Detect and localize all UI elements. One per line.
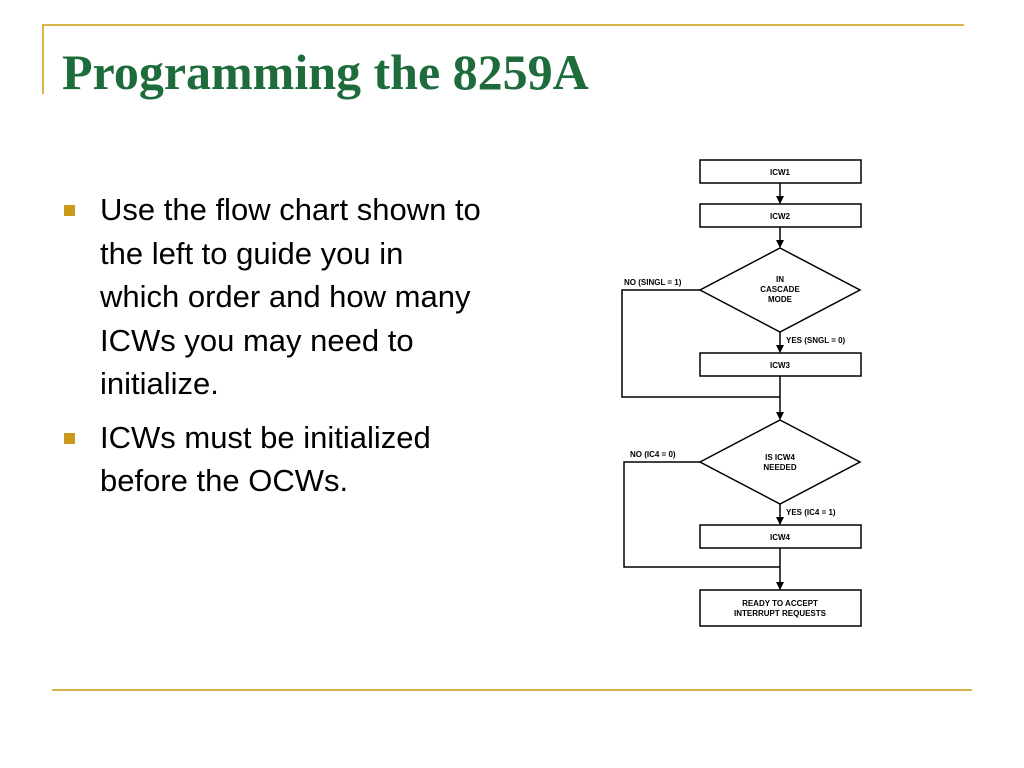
slide-title: Programming the 8259A	[62, 44, 589, 100]
icw4-label: ICW4	[770, 533, 791, 542]
square-bullet-icon	[64, 205, 75, 216]
yes-ic4-label: YES (IC4 = 1)	[786, 508, 836, 517]
decision1-line3: MODE	[768, 295, 793, 304]
decision2-line1: IS ICW4	[765, 453, 795, 462]
top-rule	[42, 24, 964, 26]
decision2-line2: NEEDED	[763, 463, 797, 472]
icw2-label: ICW2	[770, 212, 791, 221]
ready-line2: INTERRUPT REQUESTS	[734, 609, 827, 618]
ready-line1: READY TO ACCEPT	[742, 599, 818, 608]
left-rule	[42, 24, 44, 94]
bullet-item: Use the flow chart shown to the left to …	[60, 188, 490, 406]
icw3-label: ICW3	[770, 361, 791, 370]
bullet-text: ICWs must be initialized before the OCWs…	[100, 419, 431, 499]
bypass-no-cascade	[621, 289, 780, 398]
icw1-label: ICW1	[770, 168, 791, 177]
bypass-no-icw4	[623, 461, 780, 568]
decision1-line1: IN	[776, 275, 784, 284]
initialization-flowchart: ICW1 ICW2 IN CASCADE MODE NO (SINGL = 1)…	[621, 159, 862, 627]
square-bullet-icon	[64, 432, 75, 444]
decision1-line2: CASCADE	[760, 285, 800, 294]
bullet-item: ICWs must be initialized before the OCWs…	[60, 416, 490, 503]
bullet-text: Use the flow chart shown to the left to …	[100, 192, 481, 401]
icw4-needed-decision	[698, 419, 862, 505]
yes-sngl-label: YES (SNGL = 0)	[786, 336, 846, 345]
bottom-rule	[52, 689, 972, 691]
ready-box	[699, 589, 862, 627]
no-ic4-label: NO (IC4 = 0)	[630, 450, 676, 459]
bullet-list: Use the flow chart shown to the left to …	[60, 188, 490, 513]
no-singl-label: NO (SINGL = 1)	[624, 278, 682, 287]
